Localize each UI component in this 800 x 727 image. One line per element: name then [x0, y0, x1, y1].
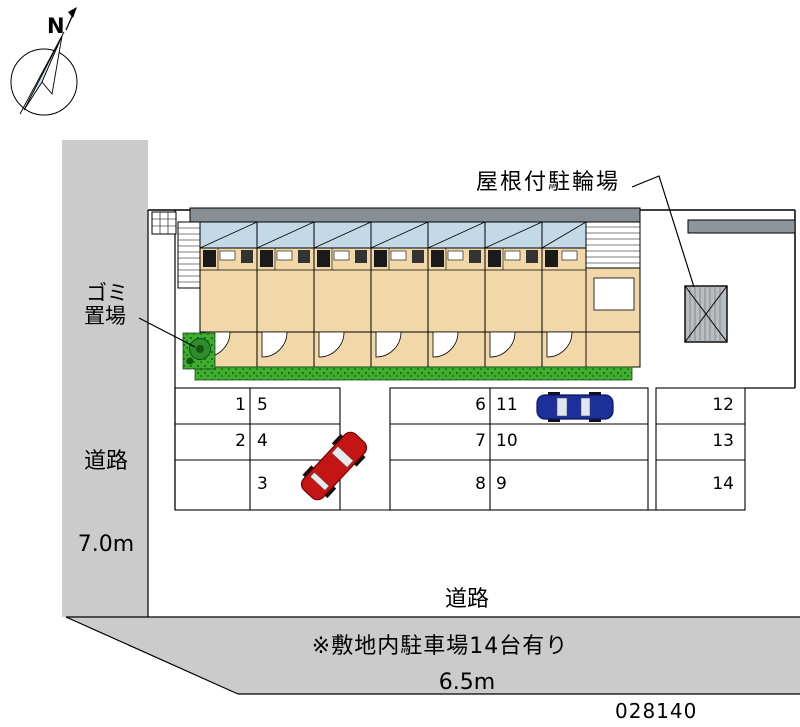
north-arrow-icon	[65, 7, 77, 31]
parking-space-8: 8	[475, 474, 486, 494]
parking-space-11: 11	[496, 395, 518, 415]
apartment-unit	[370, 221, 429, 368]
road-bottom-name: 道路	[444, 587, 489, 612]
road-left-width: 7.0m	[77, 532, 135, 557]
parking-space-5: 5	[257, 395, 268, 415]
road-left	[62, 140, 148, 617]
parking-space-10: 10	[496, 431, 518, 451]
blue-car	[536, 392, 614, 422]
parking-space-9: 9	[496, 474, 507, 494]
bike-parking-leader-line	[631, 175, 695, 288]
hedge-strip	[194, 366, 633, 381]
roof-strip	[189, 207, 641, 223]
garbage-leader-line	[138, 317, 196, 348]
road-areas	[62, 140, 800, 694]
apartment-unit	[313, 221, 372, 368]
plan-number: 028140	[615, 699, 698, 723]
parking-space-13: 13	[712, 431, 734, 451]
stair-tower	[177, 221, 201, 289]
apartment-building	[151, 207, 641, 368]
compass-icon	[10, 7, 78, 116]
road-bottom-label: 道路 6.5m	[413, 531, 521, 727]
garbage-label-line1: ゴミ	[86, 281, 128, 305]
covered-bike-parking	[684, 285, 728, 343]
apartment-unit	[484, 221, 543, 368]
parking-space-2: 2	[235, 431, 246, 451]
road-bottom-width: 6.5m	[438, 670, 496, 695]
parking-space-1: 1	[235, 395, 246, 415]
parking-space-6: 6	[475, 395, 486, 415]
bike-parking-label: 屋根付駐輪場	[476, 170, 621, 195]
parking-space-7: 7	[475, 431, 486, 451]
apartment-unit	[256, 221, 315, 368]
building-right-section	[541, 221, 641, 368]
road-left-name: 道路	[83, 449, 128, 474]
parking-space-14: 14	[712, 474, 734, 494]
stairs-hatching	[586, 226, 640, 264]
compass-north-label: N	[47, 14, 65, 38]
apartment-unit	[427, 221, 486, 368]
tree-icon	[186, 338, 211, 365]
garbage-label-line2: 置場	[84, 304, 126, 328]
site-note: ※敷地内駐車場14台有り	[311, 634, 569, 659]
wall-bar	[687, 219, 796, 234]
road-bottom	[66, 617, 800, 694]
road-left-label: 道路 7.0m	[62, 393, 150, 614]
parking-space-12: 12	[712, 395, 734, 415]
parking-space-3: 3	[257, 474, 268, 494]
meter-box	[151, 211, 177, 235]
red-car	[300, 431, 368, 501]
parking-space-4: 4	[257, 431, 268, 451]
